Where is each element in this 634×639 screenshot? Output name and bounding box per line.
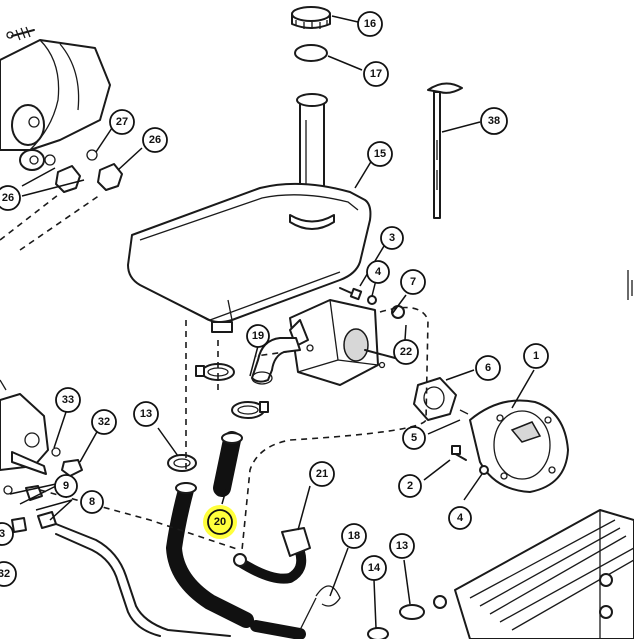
callout-label: 26	[2, 192, 14, 204]
callout-19: 19	[246, 324, 270, 348]
callout-label: 15	[374, 148, 386, 160]
callout-13-left: 13	[133, 401, 159, 427]
hydraulic-tube	[55, 523, 231, 637]
callout-label: 27	[116, 116, 128, 128]
callout-26-left: 26	[0, 185, 21, 211]
hydraulic-reservoir-tank	[127, 93, 372, 333]
valve-fittings	[3, 447, 83, 533]
callout-label: 3	[0, 528, 5, 540]
routing-dashed-lines	[39, 306, 429, 551]
callout-4-bottom: 4	[448, 506, 472, 530]
callout-label: 38	[488, 115, 500, 127]
oil-cooler	[433, 509, 634, 639]
filler-cap	[291, 6, 331, 29]
callout-label: 33	[62, 394, 74, 406]
callout-label: 5	[411, 432, 417, 444]
callout-2: 2	[398, 474, 422, 498]
callout-22: 22	[393, 339, 419, 365]
callout-label: 19	[252, 330, 264, 342]
callout-32-left: 32	[0, 561, 17, 587]
callout-label: 17	[370, 68, 382, 80]
callout-7: 7	[400, 269, 426, 295]
coupling	[413, 377, 469, 421]
pressure-hose	[233, 527, 311, 584]
hose-clamp-left	[167, 454, 197, 472]
callout-3-top: 3	[380, 226, 404, 250]
callout-27: 27	[109, 109, 135, 135]
callout-18: 18	[341, 523, 367, 549]
callout-label: 8	[89, 496, 95, 508]
pump-adapter-housing	[469, 399, 569, 493]
callout-label: 9	[63, 480, 69, 492]
callout-17: 17	[363, 61, 389, 87]
callout-21: 21	[309, 461, 335, 487]
callout-26-right: 26	[142, 127, 168, 153]
hose-clamp-upper	[195, 363, 235, 381]
callout-14: 14	[361, 555, 387, 581]
callout-label: 22	[400, 346, 412, 358]
pump-fittings	[0, 149, 123, 251]
gear-pump	[289, 299, 396, 386]
callout-label: 32	[0, 568, 10, 580]
callout-5: 5	[402, 426, 426, 450]
callout-label: 32	[98, 416, 110, 428]
control-valve	[0, 379, 49, 475]
callout-9: 9	[54, 474, 78, 498]
callout-label: 4	[375, 266, 382, 278]
dipstick	[427, 82, 463, 219]
callout-33: 33	[55, 387, 81, 413]
callout-label: 7	[410, 276, 416, 288]
callout-label: 2	[407, 480, 413, 492]
hose-clamp-bottom	[367, 604, 425, 639]
suction-hose-short	[213, 431, 243, 497]
callout-16: 16	[357, 11, 383, 37]
callout-4-top: 4	[366, 260, 390, 284]
callout-label: 13	[396, 540, 408, 552]
callout-label: 18	[348, 530, 360, 542]
callout-label: 3	[389, 232, 395, 244]
callout-3-left: 3	[0, 522, 14, 546]
return-hose-long	[166, 482, 306, 639]
leader-lines	[9, 15, 535, 629]
callout-13-bottom: 13	[389, 533, 415, 559]
edge-marks	[627, 270, 633, 300]
hose-clamp-lower	[231, 401, 269, 419]
adapter-bolts	[451, 445, 489, 475]
callout-label: 4	[457, 512, 464, 524]
callout-label: 20	[214, 516, 226, 528]
callout-8: 8	[80, 490, 104, 514]
callout-label: 26	[149, 134, 161, 146]
callout-38: 38	[480, 107, 508, 135]
callout-label: 16	[364, 18, 376, 30]
hydraulic-pump-body	[0, 26, 111, 171]
callout-label: 14	[368, 562, 381, 574]
callout-label: 13	[140, 408, 152, 420]
callout-6: 6	[475, 355, 501, 381]
callout-20-highlighted: 20	[203, 505, 237, 539]
callout-label: 1	[533, 350, 539, 362]
callout-label: 6	[485, 362, 491, 374]
callout-15: 15	[367, 141, 393, 167]
cap-gasket	[294, 44, 328, 62]
tie-strap	[299, 585, 341, 631]
callout-1: 1	[523, 343, 549, 369]
callout-32-right: 32	[91, 409, 117, 435]
callout-label: 21	[316, 468, 328, 480]
